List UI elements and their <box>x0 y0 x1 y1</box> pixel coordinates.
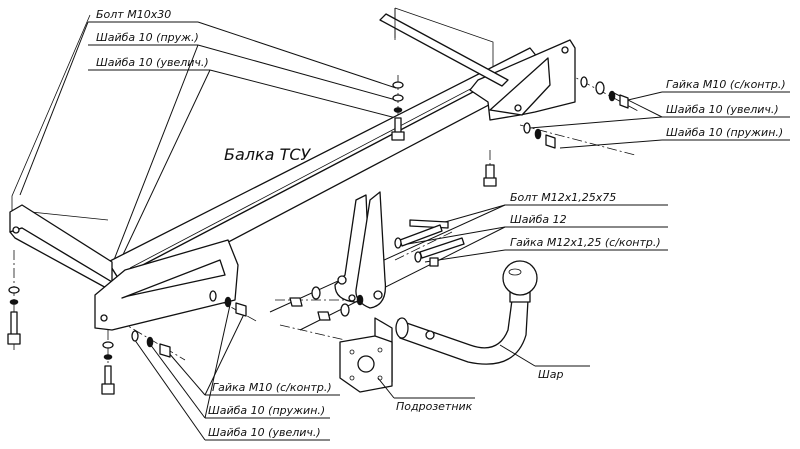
label-washer10-spring-top: Шайба 10 (пруж.) <box>96 31 199 44</box>
label-nut-m10-right: Гайка М10 (с/контр.) <box>666 78 786 91</box>
leaders-right <box>529 91 790 149</box>
leaders-bottom <box>131 304 340 441</box>
label-washer12: Шайба 12 <box>510 213 567 226</box>
label-nut-m10-bottom: Гайка М10 (с/контр.) <box>212 381 332 394</box>
leaders-middle <box>269 204 668 331</box>
label-washer10-large-top: Шайба 10 (увелич.) <box>96 56 209 69</box>
right-bracket <box>469 39 576 121</box>
label-socket-plate: Подрозетник <box>396 400 473 413</box>
label-beam: Балка ТСУ <box>224 145 312 164</box>
left-bracket <box>9 204 239 331</box>
label-bolt-m12: Болт М12х1,25х75 <box>510 191 616 204</box>
fasteners-top <box>391 81 405 141</box>
label-nut-m12: Гайка М12х1,25 (с/контр.) <box>510 236 661 249</box>
leaders-top-left <box>19 21 397 279</box>
center-mount-plates <box>334 191 387 309</box>
label-ball: Шар <box>538 368 564 381</box>
tow-ball-arm <box>395 260 538 365</box>
socket-plate <box>339 317 393 393</box>
label-bolt-m10: Болт М10х30 <box>96 8 171 21</box>
label-washer10-large-bottom: Шайба 10 (увелич.) <box>208 426 321 439</box>
fasteners-right <box>483 76 629 187</box>
leaders-ball-socket <box>377 344 590 399</box>
fasteners-left <box>7 286 247 395</box>
label-washer10-large-right: Шайба 10 (увелич.) <box>666 103 779 116</box>
label-washer10-spring-bottom: Шайба 10 (пружин.) <box>208 404 325 417</box>
label-washer10-spring-right: Шайба 10 (пружин.) <box>666 126 783 139</box>
top-crossbar <box>379 8 509 87</box>
fasteners-center <box>289 219 465 321</box>
callout-labels: Болт М10х30 Шайба 10 (пруж.) Шайба 10 (у… <box>96 8 786 439</box>
